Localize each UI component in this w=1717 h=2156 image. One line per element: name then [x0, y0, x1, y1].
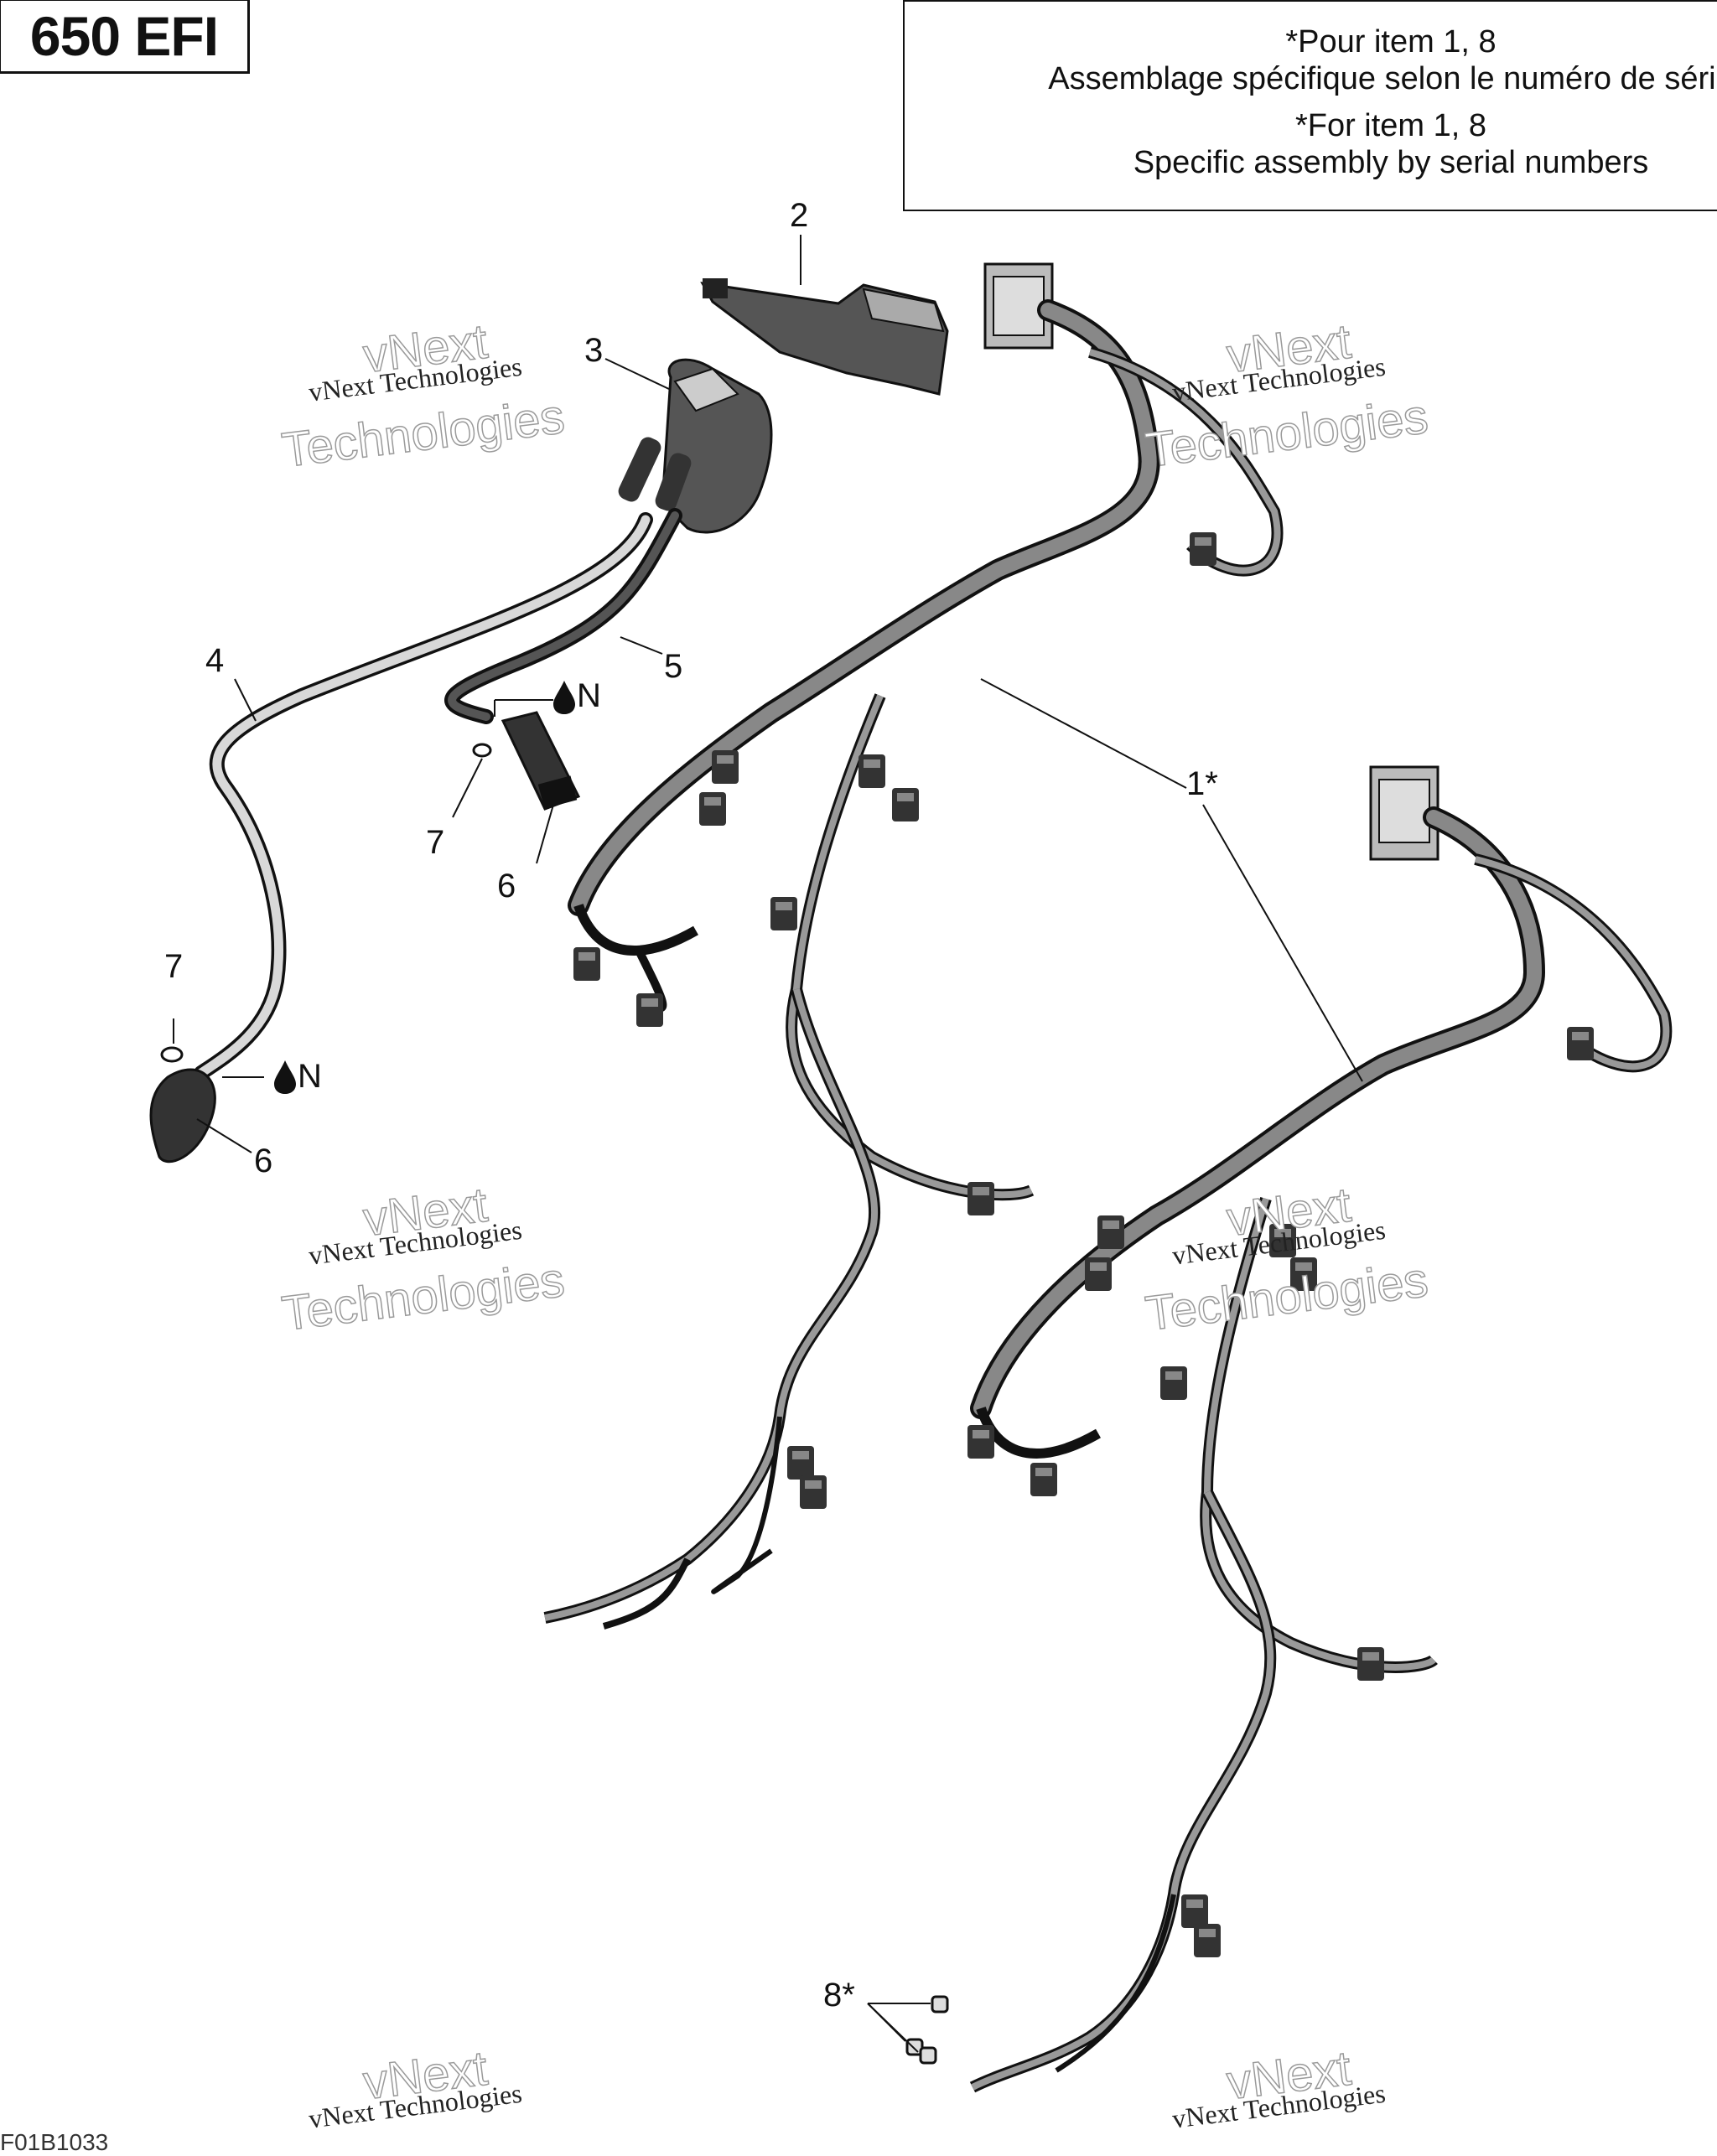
terminal-caps: [905, 1995, 949, 2065]
drop-icon: [274, 1060, 296, 1094]
callout-2: 2: [790, 197, 809, 234]
serial-note-box: *Pour item 1, 8 Assemblage spécifique se…: [903, 0, 1717, 211]
callout-7: 7: [164, 948, 184, 985]
spark-plug-cap: [149, 1068, 216, 1164]
ignition-coil: [618, 358, 773, 534]
note-en-line1: *For item 1, 8: [1294, 108, 1487, 143]
note-fr-line1: *Pour item 1, 8: [1285, 24, 1497, 60]
callout-7: 7: [426, 824, 445, 861]
drop-n-label: N: [577, 677, 601, 714]
callout-8: 8*: [823, 1977, 855, 2013]
callout-3: 3: [584, 332, 604, 369]
model-label: 650 EFI: [29, 5, 219, 67]
callout-6: 6: [497, 868, 516, 904]
callout-1: 1*: [1186, 765, 1218, 802]
model-badge: 650 EFI: [0, 0, 250, 74]
ecm-module: [700, 278, 949, 396]
drop-icon: [553, 681, 575, 714]
callout-6: 6: [254, 1143, 273, 1179]
callout-5: 5: [664, 648, 683, 685]
harness-a: [543, 262, 1284, 1630]
document-id: F01B1033: [0, 2129, 109, 2155]
drop-n-label: N: [298, 1058, 322, 1095]
note-en-line2: Specific assembly by serial numbers: [1133, 145, 1649, 180]
note-fr-line2: Assemblage spécifique selon le numéro de…: [1048, 61, 1717, 96]
leader-lines: [173, 235, 1363, 2053]
harness-b: [967, 765, 1673, 2093]
spark-plug-cap: [501, 711, 581, 811]
callout-4: 4: [205, 642, 225, 679]
